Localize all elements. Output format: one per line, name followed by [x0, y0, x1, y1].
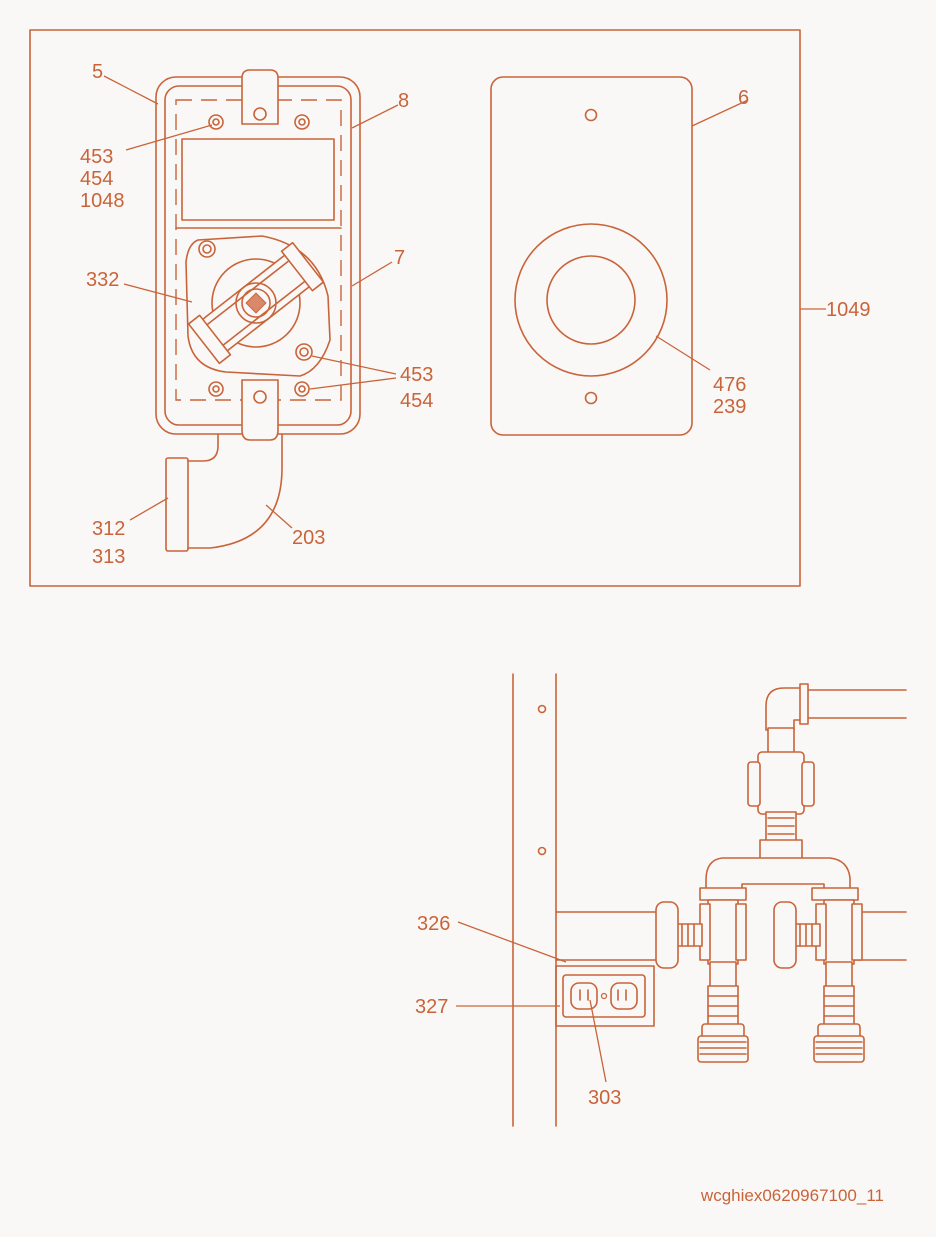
label-6: 6: [738, 87, 749, 109]
label-454-bottom: 454: [400, 390, 433, 412]
elbow-conduit-203: [165, 433, 283, 552]
leaders-bottom: [456, 921, 607, 1083]
label-303: 303: [588, 1087, 621, 1109]
outlet-plate-327: [562, 974, 646, 1018]
outlet-box-5: [155, 69, 361, 441]
wall-panel: [512, 673, 557, 1127]
plate-opening-476: [514, 223, 668, 377]
document-id: wcghiex0620967100_11: [700, 1186, 884, 1205]
frame-1049: [29, 29, 801, 587]
label-1049: 1049: [826, 299, 871, 321]
receptacle-center-square: [245, 292, 267, 314]
label-454-top: 454: [80, 168, 113, 190]
piping-assembly: [655, 683, 907, 1063]
label-326: 326: [417, 913, 450, 935]
label-453-top: 453: [80, 146, 113, 168]
leaders-top: [103, 75, 826, 529]
label-203: 203: [292, 527, 325, 549]
reference-labels: 5 8 6 453 454 1048 7 332 1049 453 454 47…: [80, 61, 871, 1109]
outlet-box-326: [555, 965, 655, 1027]
label-239: 239: [713, 396, 746, 418]
duplex-outlet: [555, 965, 655, 1027]
end-cap-312: [165, 457, 189, 552]
cover-plate-6: [490, 76, 693, 436]
receptacle-332: [185, 235, 331, 377]
label-7: 7: [394, 247, 405, 269]
label-332: 332: [86, 269, 119, 291]
label-5: 5: [92, 61, 103, 83]
label-1048: 1048: [80, 190, 125, 212]
label-476: 476: [713, 374, 746, 396]
label-8: 8: [398, 90, 409, 112]
label-312: 312: [92, 518, 125, 540]
label-453-bottom: 453: [400, 364, 433, 386]
label-327: 327: [415, 996, 448, 1018]
horizontal-pipe: [555, 911, 907, 961]
label-313: 313: [92, 546, 125, 568]
